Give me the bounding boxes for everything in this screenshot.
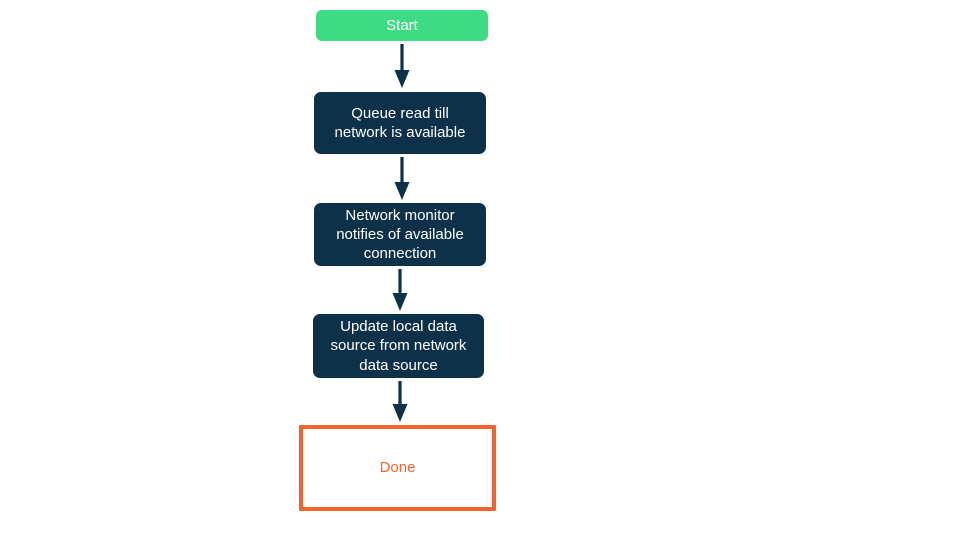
node-queue-read-label: Queue read till network is available (334, 104, 466, 141)
node-start[interactable]: Start (316, 10, 488, 41)
node-start-label: Start (386, 16, 418, 34)
node-update-local-label: Update local data source from network da… (330, 318, 467, 374)
arrow-down-icon-update-to-done (388, 381, 412, 422)
node-update-local[interactable]: Update local data source from network da… (313, 314, 484, 378)
node-network-monitor[interactable]: Network monitor notifies of available co… (314, 203, 486, 266)
node-network-monitor-label: Network monitor notifies of available co… (336, 206, 464, 263)
arrow-down-icon-monitor-to-update (388, 269, 412, 311)
node-done-label: Done (379, 459, 416, 477)
node-queue-read[interactable]: Queue read till network is available (314, 92, 486, 154)
node-done[interactable]: Done (299, 425, 496, 511)
arrow-down-icon-start-to-queue (390, 44, 414, 88)
arrow-down-icon-queue-to-monitor (390, 157, 414, 200)
